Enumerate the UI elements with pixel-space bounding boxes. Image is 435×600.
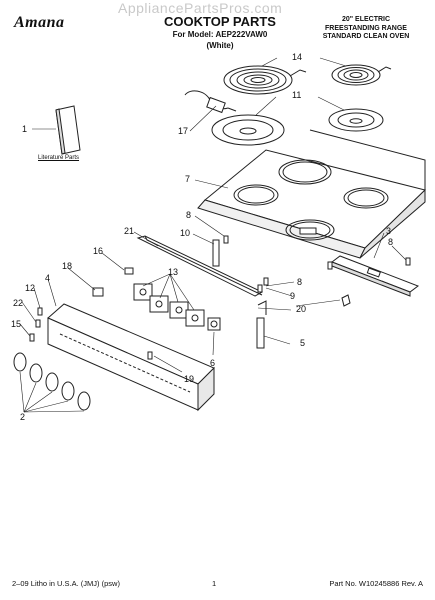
callout-19: 19 xyxy=(184,374,194,384)
callout-9: 9 xyxy=(290,291,295,301)
side-bracket xyxy=(330,255,420,297)
spec-block: 20" ELECTRIC FREESTANDING RANGE STANDARD… xyxy=(311,16,421,42)
callout-22: 22 xyxy=(13,298,23,308)
callout-12: 12 xyxy=(25,283,35,293)
callout-8-a: 8 xyxy=(186,210,191,220)
callout-21: 21 xyxy=(124,226,134,236)
callout-1: 1 xyxy=(22,124,27,134)
callout-5: 5 xyxy=(300,338,305,348)
surface-element-large xyxy=(223,65,307,95)
color-line: (White) xyxy=(206,41,234,50)
callout-8-c: 8 xyxy=(297,277,302,287)
callout-15: 15 xyxy=(11,319,21,329)
literature-parts-label: Literature Parts xyxy=(38,155,80,161)
literature-booklet xyxy=(55,105,81,155)
callout-8-b: 8 xyxy=(388,237,393,247)
leader-lines xyxy=(19,57,407,413)
callout-13: 13 xyxy=(168,267,178,277)
model-line: For Model: AEP222VAW0 xyxy=(172,30,268,39)
spec-line: 20" ELECTRIC xyxy=(341,16,391,23)
mounting-bracket xyxy=(92,287,104,297)
drip-pan-small xyxy=(328,108,384,132)
callout-17: 17 xyxy=(178,126,188,136)
callout-16: 16 xyxy=(93,246,103,256)
cooktop xyxy=(197,129,426,259)
drip-pan-large xyxy=(211,114,285,146)
callout-11: 11 xyxy=(292,90,301,100)
footer-part-number: Part No. W10245886 Rev. A xyxy=(329,579,423,588)
spec-line: STANDARD CLEAN OVEN xyxy=(322,33,410,40)
footer-print-info: 2–09 Litho in U.S.A. (JMJ) (psw) xyxy=(12,579,120,588)
control-knobs xyxy=(13,352,91,411)
screws xyxy=(29,235,411,360)
brand-logo: Amana xyxy=(14,14,65,31)
callout-10: 10 xyxy=(180,228,190,238)
surface-element-small xyxy=(331,64,392,86)
page-title: COOKTOP PARTS xyxy=(164,14,276,29)
callout-14: 14 xyxy=(292,52,302,62)
spec-line: FREESTANDING RANGE xyxy=(325,24,407,32)
footer-page-number: 1 xyxy=(212,579,217,588)
callout-labels: 1 14 11 17 7 8 10 21 3 8 16 18 13 4 12 2… xyxy=(11,52,393,422)
callout-20: 20 xyxy=(296,304,306,314)
callout-7: 7 xyxy=(185,174,190,184)
indicator-light xyxy=(207,317,221,331)
infinite-switches xyxy=(133,283,205,327)
callout-4: 4 xyxy=(45,273,50,283)
callout-3: 3 xyxy=(386,226,391,236)
posts xyxy=(212,239,351,349)
callout-6: 6 xyxy=(210,358,215,368)
control-panel xyxy=(47,303,215,412)
terminal-block xyxy=(184,90,237,114)
control-clip xyxy=(124,267,134,275)
callout-2: 2 xyxy=(20,412,25,422)
watermark: AppliancePartsPros.com xyxy=(118,0,283,16)
callout-18: 18 xyxy=(62,261,72,271)
